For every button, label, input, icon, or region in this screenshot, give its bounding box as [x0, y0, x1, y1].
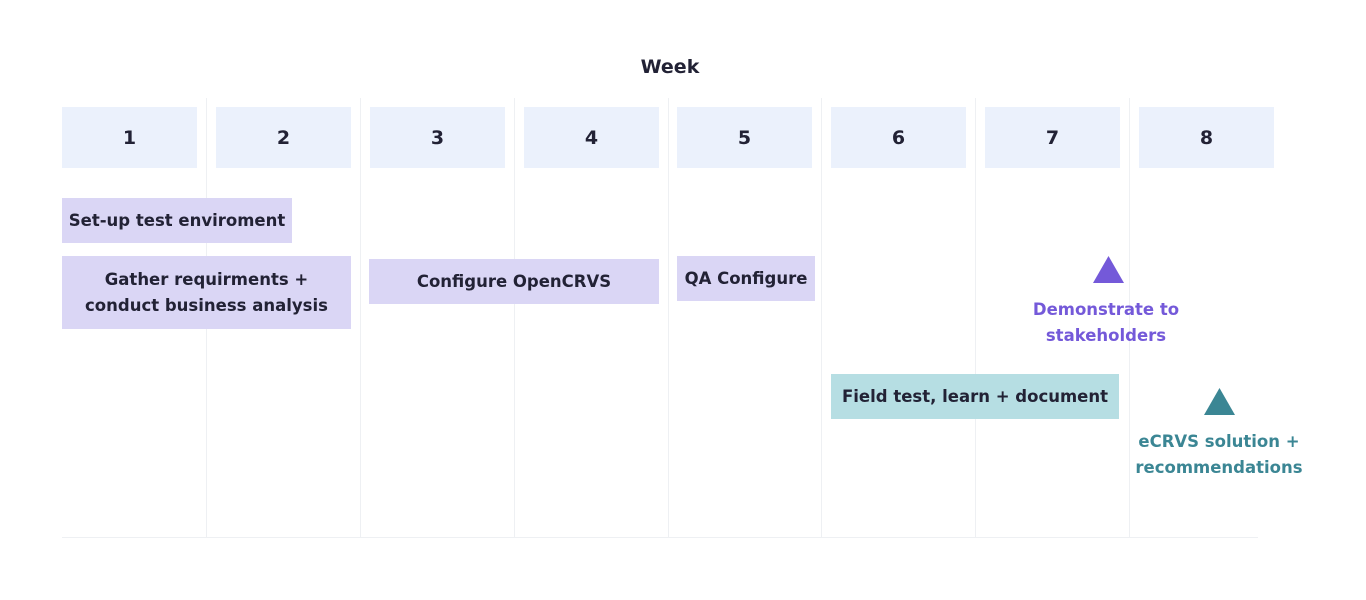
task-label: QA Configure — [684, 268, 808, 288]
grid-line — [975, 98, 976, 538]
task-label: Configure OpenCRVS — [416, 271, 612, 291]
week-3-header: 3 — [370, 107, 505, 168]
week-1-header: 1 — [62, 107, 197, 168]
timeline-baseline — [62, 537, 1258, 538]
week-2-header: 2 — [216, 107, 351, 168]
grid-line — [1129, 98, 1130, 538]
week-5-header: 5 — [677, 107, 812, 168]
task-label: Field test, learn + document — [842, 386, 1108, 406]
grid-line — [514, 98, 515, 538]
grid-line — [668, 98, 669, 538]
task-setup-test-environment: Set-up test enviroment — [62, 198, 292, 243]
milestone-label-line-1: eCRVS solution + — [1138, 432, 1300, 451]
week-4-header: 4 — [524, 107, 659, 168]
task-label: Set-up test enviroment — [68, 210, 286, 230]
milestone-label-line-2: recommendations — [1135, 458, 1303, 477]
task-qa-configure: QA Configure — [677, 256, 815, 301]
milestone-demonstrate-to-stakeholders: Demonstrate to stakeholders — [1006, 297, 1206, 349]
week-8-header: 8 — [1139, 107, 1274, 168]
milestone-ecrvs-solution: eCRVS solution + recommendations — [1129, 429, 1309, 481]
task-label-line-2: conduct business analysis — [85, 295, 328, 315]
milestone-triangle-purple-icon — [1093, 256, 1124, 283]
task-gather-requirements: Gather requirments + conduct business an… — [62, 256, 351, 329]
grid-line — [360, 98, 361, 538]
milestone-label-line-2: stakeholders — [1045, 326, 1167, 345]
task-field-test: Field test, learn + document — [831, 374, 1119, 419]
milestone-label-line-1: Demonstrate to — [1032, 300, 1180, 319]
grid-line — [821, 98, 822, 538]
week-7-header: 7 — [985, 107, 1120, 168]
milestone-triangle-teal-icon — [1204, 388, 1235, 415]
task-label-line-1: Gather requirments + — [104, 269, 309, 289]
timeline-title: Week — [640, 56, 700, 78]
week-6-header: 6 — [831, 107, 966, 168]
task-configure-opencrvs: Configure OpenCRVS — [369, 259, 659, 304]
